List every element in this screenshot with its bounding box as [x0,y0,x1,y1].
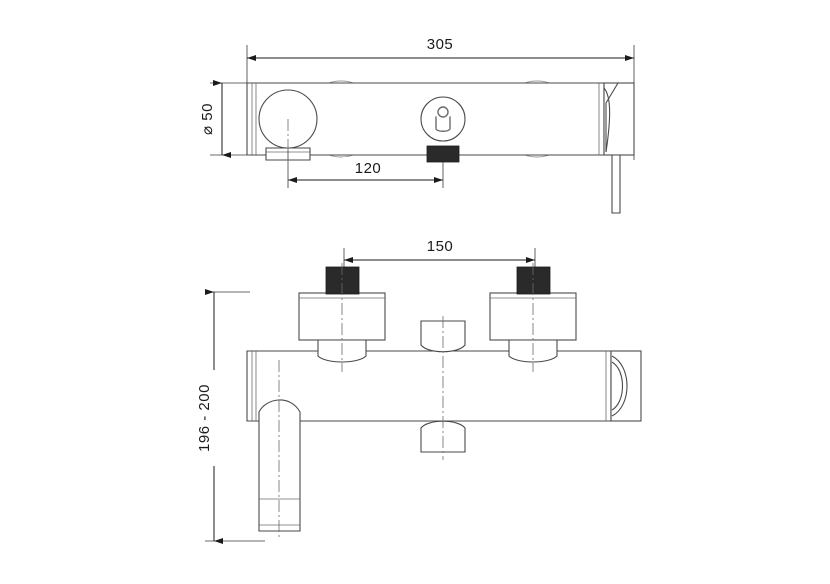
mode-icon [435,106,451,132]
dim-label-inlet-spacing: 150 [427,238,454,255]
top-view-group: 305 ⌀ 50 [199,32,635,214]
dim-text-bg-305 [410,32,470,52]
front-view-right-threaded-inlet [516,266,551,295]
top-view-handle-curve [603,87,611,153]
dim-text-bg-150 [413,234,467,254]
top-view-handle-boss [603,82,635,156]
front-view-left-threaded-inlet [325,266,360,295]
front-view-handle-cap [610,350,642,422]
top-view-handle-edge [605,82,619,152]
dim-label-diameter: ⌀ 50 [199,103,216,135]
front-view-body [246,350,612,422]
top-view-lever-arm [611,154,621,214]
dim-text-bg-120 [343,157,393,175]
front-view-handle-curve-outer [611,355,628,417]
front-view-group: 150 196 - 200 [196,234,642,544]
top-view-mode-button[interactable] [420,96,466,142]
front-view-handle-curve-inner [611,361,623,411]
dim-label-mounting-height: 196 - 200 [196,384,213,452]
dim-text-bg-height [200,370,222,466]
dim-label-outlet-offset: 120 [355,160,382,177]
front-view-spout [258,399,301,532]
top-view-threaded-outlet [426,145,460,163]
dim-label-overall-length: 305 [427,36,454,53]
